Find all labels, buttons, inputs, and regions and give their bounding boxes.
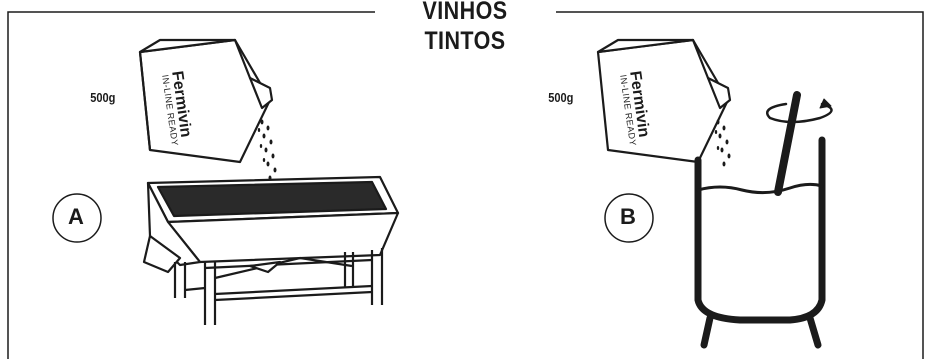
step-label-b: B (620, 204, 636, 229)
pour-stream-a (257, 119, 277, 181)
package-weight-a: 500g (90, 90, 116, 105)
panel-b (596, 38, 833, 349)
label-b-circle (604, 193, 654, 243)
receiving-hopper (142, 175, 400, 325)
outer-frame (7, 11, 924, 359)
page-title: VINHOS TINTOS (391, 0, 539, 55)
step-label-a: A (68, 204, 84, 229)
package-b (596, 38, 732, 167)
package-weight-b: 500g (548, 90, 574, 105)
panel-a (52, 38, 400, 325)
pour-stream-b (714, 119, 731, 167)
package-a (138, 38, 277, 181)
fermentation-tank (694, 91, 833, 349)
label-a-circle (52, 193, 102, 243)
